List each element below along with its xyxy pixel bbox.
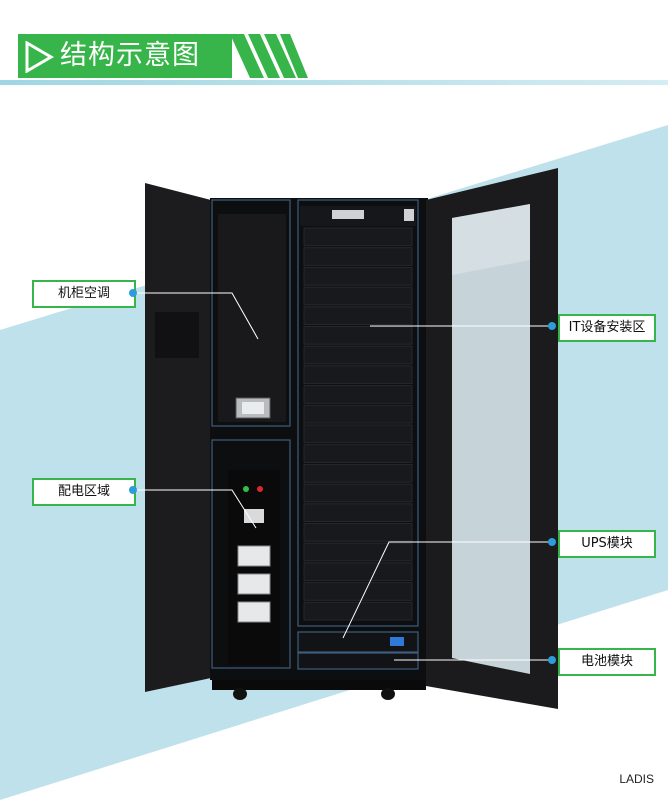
callout-ups: UPS模块 xyxy=(558,530,656,558)
battery-unit xyxy=(297,652,419,670)
rack-blank xyxy=(303,326,413,345)
left-door xyxy=(145,183,211,692)
callout-power: 配电区域 xyxy=(32,478,136,506)
rack-blank xyxy=(303,365,413,385)
power-indicator-green xyxy=(243,486,249,492)
breaker-1 xyxy=(237,545,271,567)
play-triangle-icon xyxy=(25,41,54,73)
header-bar xyxy=(18,34,232,78)
power-section-outline xyxy=(211,439,291,669)
rack-blank xyxy=(303,266,413,286)
power-indicator-red xyxy=(257,486,263,492)
rack-blank xyxy=(303,542,413,562)
header-stripes xyxy=(230,34,308,78)
rack-blank xyxy=(303,286,413,306)
callout-ac-dot xyxy=(129,289,137,297)
power-panel xyxy=(228,470,280,665)
page-title: 结构示意图 xyxy=(60,40,200,71)
left-door-panel xyxy=(155,312,199,358)
callout-it-dot xyxy=(548,322,556,330)
callout-battery-dot xyxy=(548,656,556,664)
right-door-glass xyxy=(452,204,530,674)
it-section-outline xyxy=(297,199,419,627)
caster-right xyxy=(381,688,395,700)
callout-ups-dot xyxy=(548,538,556,546)
rack-blank xyxy=(303,601,413,621)
rack-blank xyxy=(303,562,413,582)
leader-ups xyxy=(342,541,552,639)
caster-left xyxy=(233,688,247,700)
breaker-3 xyxy=(237,601,271,623)
ac-section-outline xyxy=(211,199,291,427)
rack-blank xyxy=(303,582,413,601)
breaker-2 xyxy=(237,573,271,595)
rack-blank xyxy=(303,345,413,365)
leader-ac xyxy=(136,292,259,340)
leader-power xyxy=(136,489,257,529)
rack-blank xyxy=(303,385,413,404)
power-meter xyxy=(244,509,264,523)
rack-blank xyxy=(303,247,413,266)
ups-display xyxy=(390,637,404,646)
rack-blank-panels xyxy=(303,227,413,621)
brand-label: LADIS xyxy=(619,772,654,786)
callout-power-dot xyxy=(129,486,137,494)
rack-blank xyxy=(303,404,413,424)
rack-blank xyxy=(303,227,413,247)
rack-blank xyxy=(303,463,413,483)
ups-unit xyxy=(297,631,419,653)
rack-blank xyxy=(303,523,413,542)
callout-battery: 电池模块 xyxy=(558,648,656,676)
rack-blank xyxy=(303,424,413,444)
rack-blank xyxy=(303,483,413,503)
rack-blank xyxy=(303,444,413,463)
rack-lock xyxy=(404,209,414,221)
callout-ac: 机柜空调 xyxy=(32,280,136,308)
header-underline xyxy=(0,80,668,85)
rack-top-label xyxy=(332,210,364,219)
ac-unit xyxy=(218,214,286,422)
rack-blank xyxy=(303,503,413,522)
rack-blank xyxy=(303,306,413,325)
section-header: 结构示意图 xyxy=(0,0,668,86)
callout-it: IT设备安装区 xyxy=(558,314,656,342)
